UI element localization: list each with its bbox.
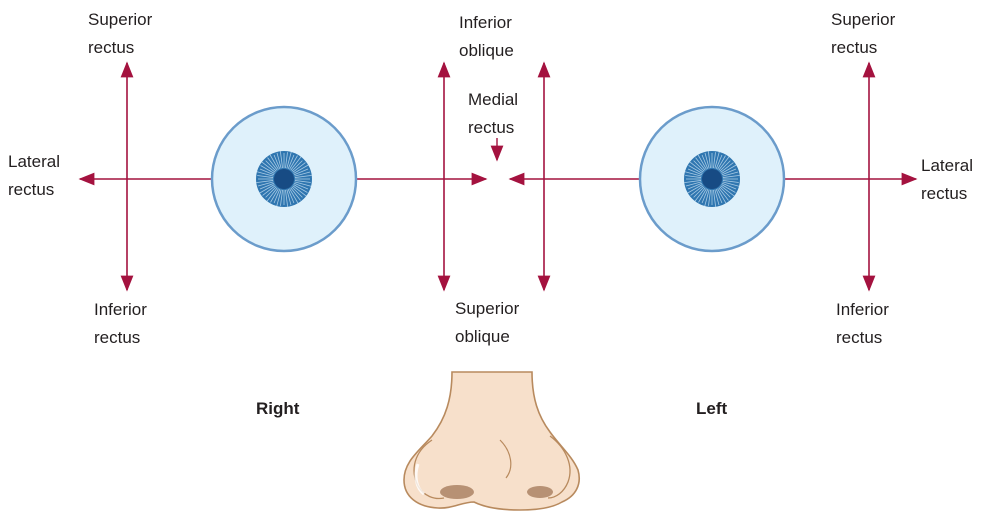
right-inferior-rectus-label: Inferior rectus — [94, 300, 152, 347]
nose-illustration — [404, 372, 579, 510]
left-superior-rectus-label: Superior rectus — [831, 10, 900, 57]
medial-rectus-label: Medial rectus — [468, 90, 523, 137]
right-eye-group — [80, 63, 486, 290]
right-nostril — [527, 486, 553, 498]
left-lateral-rectus-label: Lateral rectus — [921, 156, 978, 203]
left-eye-group — [510, 63, 916, 290]
right-lateral-rectus-label: Lateral rectus — [8, 152, 65, 199]
right-pupil — [274, 169, 294, 189]
left-inferior-rectus-label: Inferior rectus — [836, 300, 894, 347]
right-side-label: Right — [256, 399, 300, 418]
superior-oblique-label: Superior oblique — [455, 299, 524, 346]
right-superior-rectus-label: Superior rectus — [88, 10, 157, 57]
inferior-oblique-label: Inferior oblique — [459, 13, 517, 60]
left-side-label: Left — [696, 399, 728, 418]
left-pupil — [702, 169, 722, 189]
left-nostril — [440, 485, 474, 499]
